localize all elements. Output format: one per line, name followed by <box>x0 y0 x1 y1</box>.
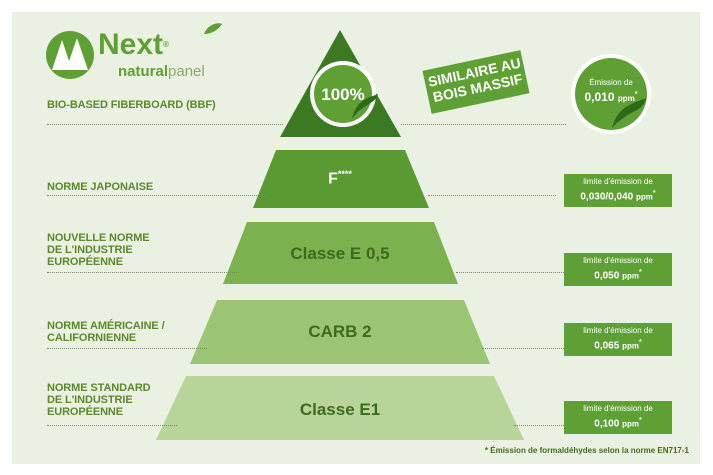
emission-limit-badge: limite d'émission de 0,030/0,040 ppm* <box>564 174 672 207</box>
emission-value: 0,010 ppm* <box>584 90 638 104</box>
leaf-icon <box>612 98 646 128</box>
divider <box>47 195 267 196</box>
tree-icon <box>52 40 72 70</box>
registered-mark: ® <box>163 40 169 49</box>
divider <box>401 124 566 125</box>
pyramid-tier-3 <box>190 300 490 364</box>
logo-circle <box>46 31 94 79</box>
emission-limit-badge: limite d'émission de 0,100 ppm* <box>564 401 672 434</box>
tier-label-new-european: NOUVELLE NORME DE L'INDUSTRIE EUROPÉENNE <box>47 232 150 268</box>
pyramid-tier-4 <box>156 376 524 440</box>
logo-leaf-icon <box>204 23 222 34</box>
brand-subtitle: naturalpanel <box>118 63 205 80</box>
divider <box>47 348 207 349</box>
pyramid-tier-1 <box>253 150 429 208</box>
divider <box>47 272 237 273</box>
tier-label-american: NORME AMÉRICAINE / CALIFORNIENNE <box>47 320 165 344</box>
footnote: * Émission de formaldéhydes selon la nor… <box>484 446 689 455</box>
divider <box>456 272 566 273</box>
similar-banner-shape <box>422 50 530 114</box>
leaf-icon <box>352 94 378 119</box>
emission-text: Émission de 0,010 ppm* <box>577 77 645 106</box>
emission-limit-badge: limite d'émission de 0,065 ppm* <box>564 323 672 356</box>
tier-name: F**** <box>328 169 352 188</box>
tier-label-standard-european: NORME STANDARD DE L'INDUSTRIE EUROPÉENNE <box>47 382 151 418</box>
divider <box>47 425 177 426</box>
divider <box>514 425 566 426</box>
brand-name: Next® <box>98 28 169 61</box>
tree-icon <box>66 38 88 70</box>
tier-name: Classe E 0,5 <box>290 244 390 263</box>
emission-limit-badge: limite d'émission de 0,050 ppm* <box>564 253 672 286</box>
divider <box>482 348 566 349</box>
tier-label-japanese: NORME JAPONAISE <box>47 181 154 193</box>
product-label: BIO-BASED FIBERBOARD (BBF) <box>47 99 216 111</box>
divider <box>47 124 283 125</box>
divider <box>428 195 556 196</box>
tier-name: CARB 2 <box>308 322 372 341</box>
percent-value: 100% <box>321 85 365 104</box>
tier-name: Classe E1 <box>299 400 381 419</box>
pyramid-tier-2 <box>223 222 458 284</box>
